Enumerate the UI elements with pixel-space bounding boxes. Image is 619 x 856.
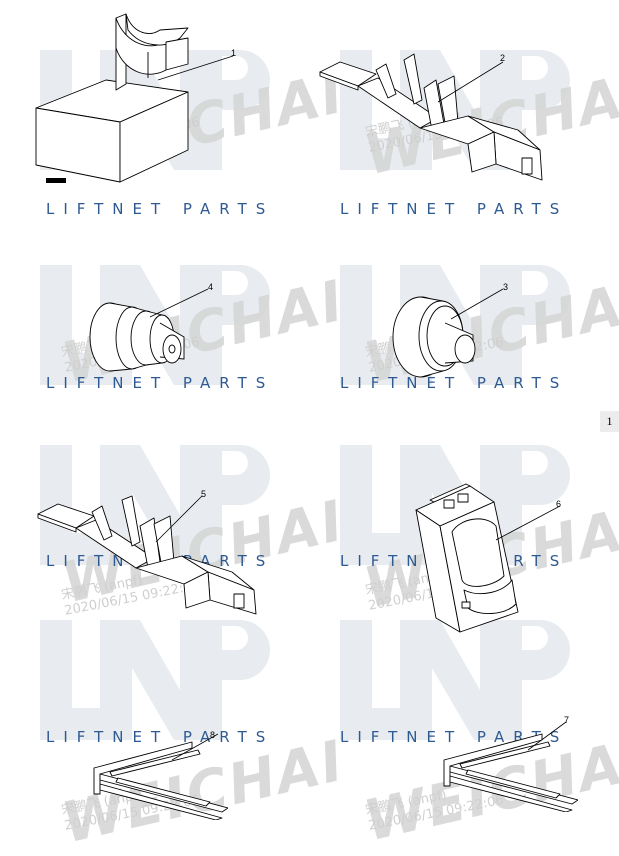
part-1-drawing [35, 13, 234, 183]
callout-3: 3 [503, 282, 509, 292]
lnp-logo-watermark [40, 620, 270, 740]
site-watermark-text: LIFTNET PARTS [46, 200, 275, 218]
lnp-logo-watermark [40, 445, 270, 565]
site-watermark-text: LIFTNET PARTS [46, 728, 275, 746]
part-5-drawing [37, 495, 257, 615]
page-number-tab[interactable]: 1 [600, 411, 619, 432]
part-8-drawing [93, 733, 228, 820]
callout-4: 4 [208, 282, 214, 292]
part-3-drawing [392, 288, 504, 378]
part-2-drawing [319, 53, 543, 181]
site-watermark-text: LIFTNET PARTS [340, 374, 569, 392]
site-watermark-text: LIFTNET PARTS [340, 200, 569, 218]
part-6-drawing [415, 483, 561, 633]
callout-6: 6 [556, 499, 562, 509]
lnp-logo-watermark [340, 620, 570, 740]
part-4-drawing [89, 288, 209, 372]
callout-1: 1 [231, 48, 237, 58]
site-watermark-text: LIFTNET PARTS [340, 728, 569, 746]
callout-5: 5 [201, 489, 207, 499]
callout-7: 7 [564, 715, 570, 725]
site-watermark-text: LIFTNET PARTS [46, 374, 275, 392]
callout-2: 2 [500, 53, 506, 63]
part-7-drawing [443, 721, 578, 812]
callout-8: 8 [210, 730, 216, 740]
